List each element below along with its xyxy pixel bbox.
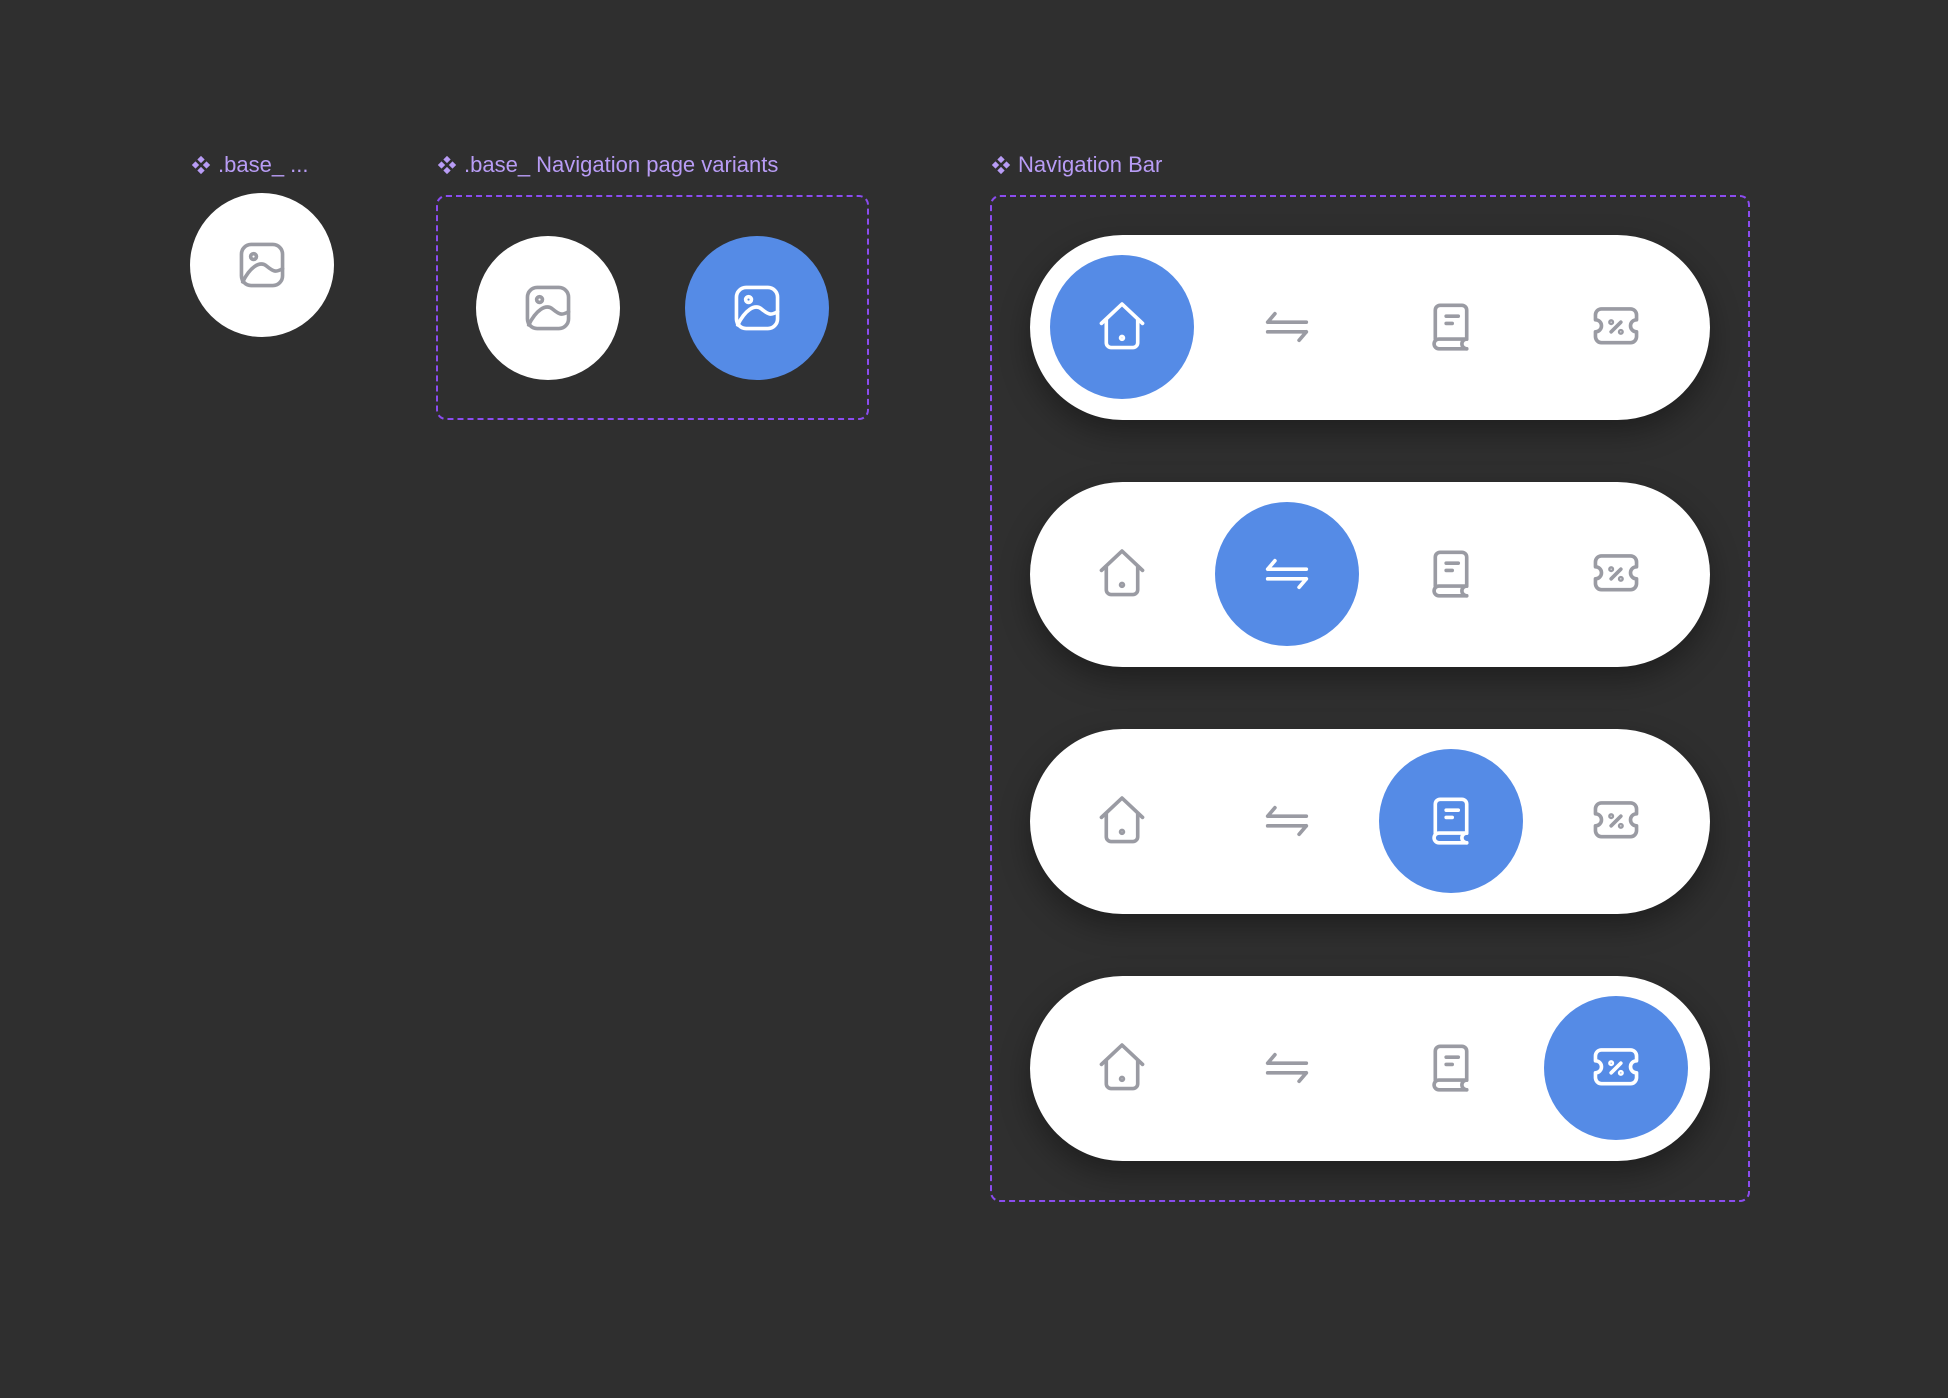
discount-icon: [1587, 1039, 1645, 1097]
home-icon: [1093, 298, 1151, 356]
component-label-text: Navigation Bar: [1018, 152, 1163, 177]
discount-icon: [1587, 792, 1645, 850]
discount-icon: [1587, 298, 1645, 356]
home-icon: [1093, 545, 1151, 603]
transfer-icon: [1258, 792, 1316, 850]
discount-icon: [1587, 545, 1645, 603]
variant-default[interactable]: [476, 236, 620, 380]
nav-item-discount[interactable]: [1544, 996, 1688, 1140]
transfer-icon: [1258, 1039, 1316, 1097]
nav-item-transfer[interactable]: [1215, 996, 1359, 1140]
image-icon: [233, 236, 291, 294]
component-label-page-variants[interactable]: .base_ Navigation page variants: [436, 152, 778, 178]
nav-item-book[interactable]: [1379, 502, 1523, 646]
nav-item-discount[interactable]: [1544, 502, 1688, 646]
image-icon: [728, 279, 786, 337]
navigation-bar-variant-book: [1030, 729, 1710, 914]
transfer-icon: [1258, 298, 1316, 356]
nav-item-book[interactable]: [1379, 749, 1523, 893]
book-icon: [1422, 1039, 1480, 1097]
nav-item-book[interactable]: [1379, 996, 1523, 1140]
nav-item-discount[interactable]: [1544, 749, 1688, 893]
book-icon: [1422, 792, 1480, 850]
home-icon: [1093, 1039, 1151, 1097]
nav-item-home[interactable]: [1050, 502, 1194, 646]
navigation-bar-variant-discount: [1030, 976, 1710, 1161]
nav-item-transfer[interactable]: [1215, 749, 1359, 893]
nav-item-home[interactable]: [1050, 996, 1194, 1140]
component-label-text: .base_ Navigation page variants: [464, 152, 779, 177]
component-label-base[interactable]: .base_ ...: [190, 152, 309, 178]
nav-item-home[interactable]: [1050, 255, 1194, 399]
component-label-navigation-bar[interactable]: Navigation Bar: [990, 152, 1162, 178]
nav-item-discount[interactable]: [1544, 255, 1688, 399]
navigation-bar-variant-transfer: [1030, 482, 1710, 667]
image-icon: [519, 279, 577, 337]
component-icon: [436, 154, 458, 176]
variant-active[interactable]: [685, 236, 829, 380]
book-icon: [1422, 545, 1480, 603]
home-icon: [1093, 792, 1151, 850]
page-variants-frame: [436, 195, 869, 420]
nav-item-transfer[interactable]: [1215, 502, 1359, 646]
nav-item-home[interactable]: [1050, 749, 1194, 893]
transfer-icon: [1258, 545, 1316, 603]
component-label-text: .base_ ...: [218, 152, 309, 177]
nav-item-transfer[interactable]: [1215, 255, 1359, 399]
book-icon: [1422, 298, 1480, 356]
component-icon: [190, 154, 212, 176]
navigation-bar-frame: [990, 195, 1750, 1202]
component-icon: [990, 154, 1012, 176]
base-nav-item[interactable]: [190, 193, 334, 337]
nav-item-book[interactable]: [1379, 255, 1523, 399]
navigation-bar-variant-home: [1030, 235, 1710, 420]
